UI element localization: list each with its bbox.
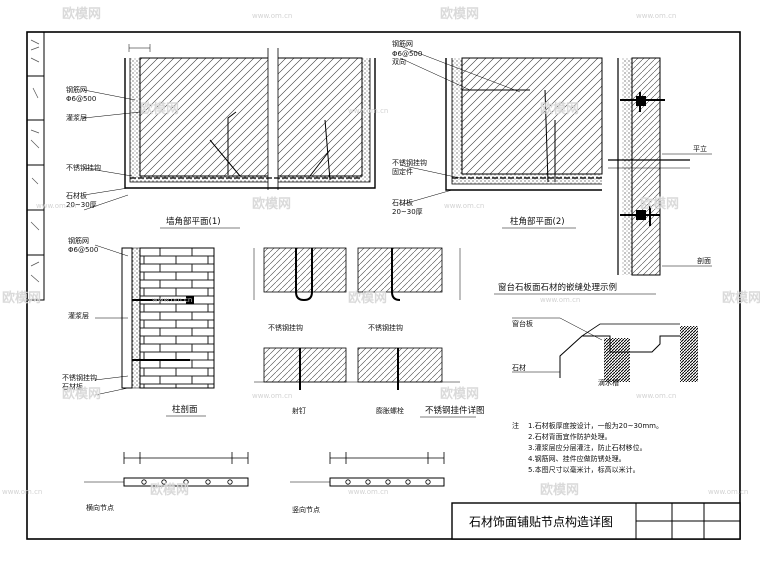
svg-text:双向: 双向	[392, 57, 406, 66]
notes-head: 注	[512, 421, 519, 430]
svg-text:钢筋网: 钢筋网	[66, 85, 87, 94]
column-section: 钢筋网 Φ6@500 灌浆层 不锈钢挂钩 石材板 柱剖面	[62, 236, 215, 417]
bottom-dimension-views: 横向节点 竖向节点	[84, 452, 445, 514]
watermark-site: www.om.cn	[708, 488, 748, 496]
svg-text:Φ6@500: Φ6@500	[392, 50, 422, 58]
svg-text:固定件: 固定件	[392, 167, 413, 176]
caption-window-sill: 窗台石板面石材的嵌缝处理示例	[498, 282, 617, 293]
watermark-brand: 欧模网	[540, 482, 579, 498]
watermark-site: www.om.cn	[348, 107, 388, 115]
title-block: 石材饰面铺贴节点构造详图	[451, 502, 741, 540]
watermark-brand: 欧模网	[440, 6, 479, 22]
column-plan: 钢筋网 Φ6@500 双向 不锈钢挂钩 固定件 石材板 20~30厚 柱角部平面…	[392, 39, 603, 229]
dim-label-left: 横向节点	[86, 503, 114, 512]
side-label-top: 平立	[693, 144, 707, 153]
watermark-brand: 欧模网	[722, 290, 760, 306]
svg-text:不锈钢挂钩: 不锈钢挂钩	[66, 163, 101, 172]
svg-text:灌浆层: 灌浆层	[66, 113, 87, 122]
notes-block: 注 1.石材板厚度按设计，一般为20~30mm。 2.石材背面宜作防护处理。 3…	[512, 421, 663, 474]
svg-text:Φ6@500: Φ6@500	[68, 246, 98, 254]
window-sill-detail: 窗台石板面石材的嵌缝处理示例 窗台板 石材 滴水槽	[494, 282, 698, 387]
watermark-brand: 欧模网	[62, 386, 101, 402]
note-line-4: 4.钢筋网、挂件应做防锈处理。	[528, 454, 626, 463]
watermark-site: www.om.cn	[2, 488, 42, 496]
watermark-brand: 欧模网	[140, 101, 179, 117]
watermark-brand: 欧模网	[150, 482, 189, 498]
watermark-brand: 欧模网	[62, 6, 101, 22]
watermark-site: www.om.cn	[636, 12, 676, 20]
anchor-label-expansion: 膨胀螺栓	[376, 406, 404, 415]
watermark-brand: 欧模网	[440, 386, 479, 402]
anchor-label-hook-right: 不锈钢挂钩	[368, 323, 403, 332]
watermark-brand: 欧模网	[348, 290, 387, 306]
note-line-1: 1.石材板厚度按设计，一般为20~30mm。	[528, 421, 663, 430]
note-line-2: 2.石材背面宜作防护处理。	[528, 432, 612, 441]
svg-text:钢筋网: 钢筋网	[68, 236, 89, 245]
watermark-brand: 欧模网	[540, 101, 579, 117]
drawing-title: 石材饰面铺贴节点构造详图	[469, 514, 613, 529]
svg-text:石材板: 石材板	[62, 382, 83, 391]
watermark-brand: 欧模网	[252, 196, 291, 212]
watermark-site: www.om.cn	[252, 392, 292, 400]
watermark-site: www.om.cn	[540, 296, 580, 304]
anchor-detail: 不锈钢挂钩 不锈钢挂钩 射钉 膨胀螺栓 不锈钢挂件详图	[253, 247, 485, 418]
window-label-upper: 窗台板	[512, 319, 533, 328]
caption-column-plan: 柱角部平面(2)	[510, 216, 565, 227]
svg-text:石材板: 石材板	[392, 198, 413, 207]
svg-text:不锈钢挂钩: 不锈钢挂钩	[62, 373, 97, 382]
anchor-label-hook-left: 不锈钢挂钩	[268, 323, 303, 332]
caption-wall-corner: 墙角部平面(1)	[166, 216, 221, 227]
svg-text:钢筋网: 钢筋网	[392, 39, 413, 48]
side-label-bottom: 剖面	[697, 256, 711, 265]
caption-column-section: 柱剖面	[172, 404, 198, 415]
watermark-brand: 欧模网	[640, 196, 679, 212]
window-label-mid: 石材	[512, 363, 526, 372]
watermark-site: www.om.cn	[636, 392, 676, 400]
watermark-site: www.om.cn	[152, 296, 192, 304]
svg-text:20~30厚: 20~30厚	[66, 201, 97, 209]
watermark-layer: 欧模网 www.om.cn 欧模网 www.om.cn 欧模网 www.om.c…	[2, 6, 760, 498]
dim-label-right: 竖向节点	[292, 505, 320, 514]
window-label-right: 滴水槽	[598, 378, 619, 387]
wall-corner-plan: 钢筋网 Φ6@500 灌浆层 不锈钢挂钩 石材板 20~30厚 墙角部平面(1)	[66, 44, 376, 229]
watermark-brand: 欧模网	[2, 290, 41, 306]
watermark-site: www.om.cn	[36, 202, 76, 210]
note-line-3: 3.灌浆层应分层灌注，防止石材移位。	[528, 443, 647, 452]
svg-text:20~30厚: 20~30厚	[392, 208, 423, 216]
note-line-5: 5.本图尺寸以毫米计，标高以米计。	[528, 465, 640, 474]
watermark-site: www.om.cn	[444, 202, 484, 210]
watermark-site: www.om.cn	[348, 488, 388, 496]
svg-text:石材板: 石材板	[66, 191, 87, 200]
svg-text:Φ6@500: Φ6@500	[66, 95, 96, 103]
watermark-site: www.om.cn	[252, 12, 292, 20]
caption-anchor-detail: 不锈钢挂件详图	[425, 405, 485, 416]
side-strip	[26, 31, 45, 301]
anchor-label-nail: 射钉	[292, 406, 306, 415]
side-section: 平立 剖面	[608, 57, 712, 276]
svg-text:灌浆层: 灌浆层	[68, 311, 89, 320]
svg-text:不锈钢挂钩: 不锈钢挂钩	[392, 158, 427, 167]
